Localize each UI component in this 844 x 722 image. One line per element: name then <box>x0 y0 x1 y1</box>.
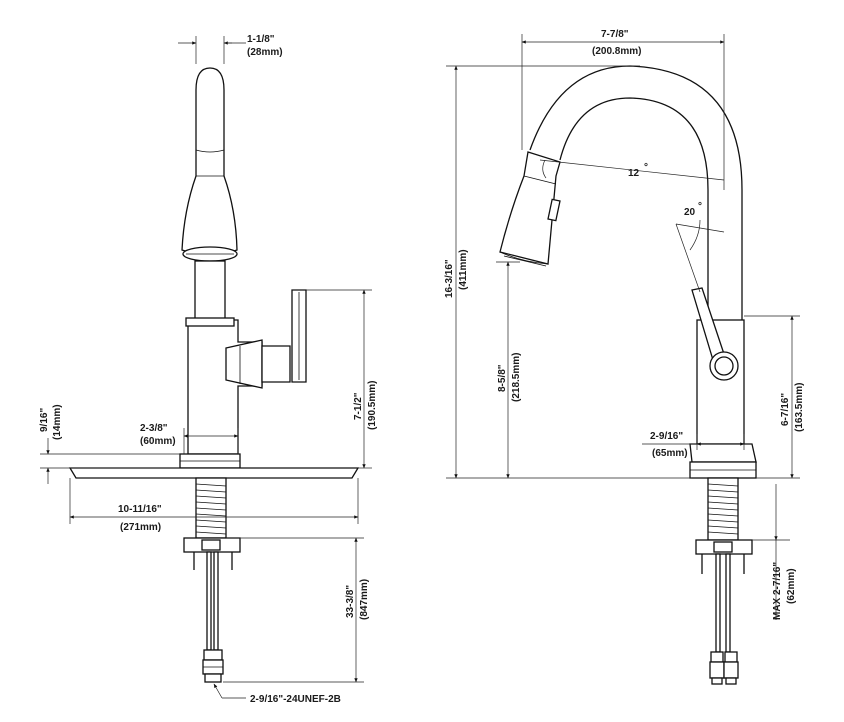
spray-angle-degree: ° <box>644 162 648 173</box>
supply-length-label: 33-3/8" <box>345 585 356 618</box>
front-view: 7-7/8" (200.8mm) 16-3/16" (411mm) 8-5/8"… <box>444 29 805 685</box>
reach-mm-label: (200.8mm) <box>592 46 641 57</box>
spout-width-mm-label: (28mm) <box>247 47 283 58</box>
handle-angle-degree: ° <box>698 201 702 212</box>
max-deck-mm-label: (62mm) <box>786 568 797 604</box>
spout-clearance-label: 8-5/8" <box>497 364 508 392</box>
total-height-label: 16-3/16" <box>444 259 455 298</box>
supply-length-mm-label: (847mm) <box>359 579 370 620</box>
side-deck-plate <box>68 467 360 479</box>
side-body <box>187 319 263 455</box>
plate-thickness-mm-label: (14mm) <box>52 404 63 440</box>
body-height-mm-label: (163.5mm) <box>794 383 805 432</box>
front-body <box>696 319 745 445</box>
spray-angle-label: 12 <box>628 168 640 179</box>
base-diameter-mm-label: (60mm) <box>140 436 176 447</box>
plate-thickness-label: 9/16" <box>39 408 50 432</box>
reach-label: 7-7/8" <box>601 29 629 40</box>
handle-height-label: 7-1/2" <box>353 392 364 420</box>
spout-clearance-mm-label: (218.5mm) <box>511 353 522 402</box>
handle-height-mm-label: (190.5mm) <box>367 381 378 430</box>
side-neck <box>194 260 226 320</box>
side-spout <box>181 67 238 256</box>
plate-width-label: 10-11/16" <box>118 504 162 515</box>
max-deck-label: MAX 2-7/16" <box>772 562 783 620</box>
connection-thread-label: 2-9/16"-24UNEF-2B <box>250 694 341 705</box>
spout-width-label: 1-1/8" <box>247 34 275 45</box>
plate-width-mm-label: (271mm) <box>120 522 161 533</box>
total-height-mm-label: (411mm) <box>458 249 469 290</box>
base-width-label: 2-9/16" <box>650 431 683 442</box>
base-diameter-label: 2-3/8" <box>140 423 168 434</box>
side-thread-lines <box>195 483 227 535</box>
base-width-mm-label: (65mm) <box>652 448 688 459</box>
body-height-label: 6-7/16" <box>780 393 791 426</box>
front-thread-lines <box>707 483 739 535</box>
front-spray-head <box>499 151 561 265</box>
handle-angle-label: 20 <box>684 207 696 218</box>
side-view: 1-1/8" (28mm) 2-3/8" (60mm) 9/16" (14mm)… <box>39 34 378 705</box>
front-gooseneck-spout <box>529 65 743 320</box>
